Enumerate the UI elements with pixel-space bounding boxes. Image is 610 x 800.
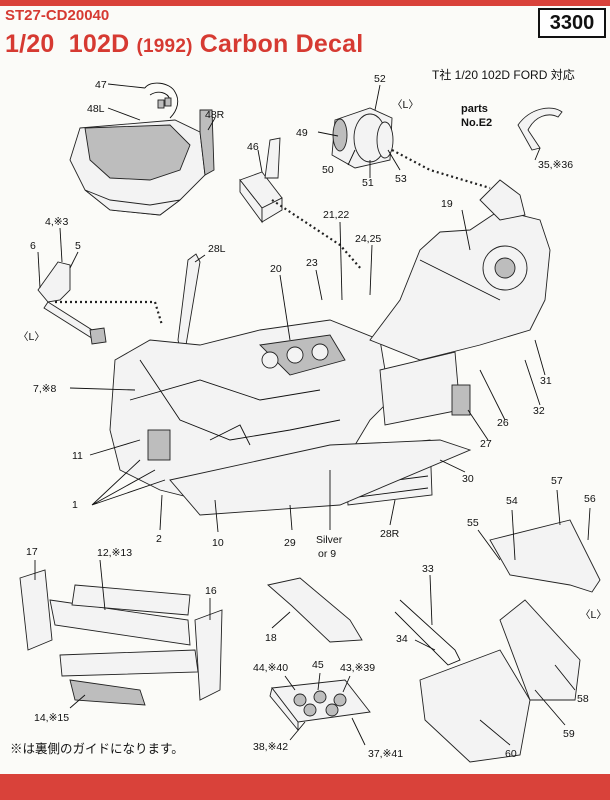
label-20: 20 [270,263,282,275]
label-50: 50 [322,164,334,176]
label-58: 58 [577,693,589,705]
label-28l: 28L [208,243,226,255]
label-46: 46 [247,141,259,153]
label-6: 6 [30,240,36,252]
belt-part-47 [144,82,179,119]
label-51: 51 [362,177,374,189]
label-30: 30 [462,473,474,485]
label-49: 49 [296,127,308,139]
label-l-suspension: 〈L〉 [18,331,45,343]
top-accent-bar [0,0,610,6]
label-55: 55 [467,517,479,529]
guide-line-4 [55,300,164,326]
label-59: 59 [563,728,575,740]
label-35: 35,※36 [538,159,573,171]
label-26: 26 [497,417,509,429]
monocoque-part-19 [369,179,551,361]
nose-part-58-60 [394,599,581,763]
label-31: 31 [540,375,552,387]
label-10: 10 [212,537,224,549]
label-57: 57 [551,475,563,487]
product-code: ST27-CD20040 [5,7,110,24]
label-44-40: 44,※40 [253,662,288,674]
label-27: 27 [480,438,492,450]
label-52: 52 [374,73,386,85]
part-54-57 [489,519,601,593]
label-54: 54 [506,495,518,507]
label-28r: 28R [380,528,400,540]
label-56: 56 [584,493,596,505]
label-32: 32 [533,405,545,417]
part-35 [517,107,563,151]
label-43-39: 43,※39 [340,662,375,674]
compat-note: T社 1/20 102D FORD 対応 [432,68,575,82]
label-23: 23 [306,257,318,269]
price-box: 3300 [538,8,606,38]
label-48l: 48L [87,103,105,115]
label-53: 53 [395,173,407,185]
leader-lines [34,83,591,746]
label-24-25: 24,25 [355,233,381,245]
bottom-accent-bar [0,774,610,800]
label-l-mirror: 〈L〉 [392,99,419,111]
label-33: 33 [422,563,434,575]
label-48r: 48R [205,109,225,121]
suspension-part-4-6 [37,261,107,345]
floor-part [169,439,472,516]
label-60: 60 [505,748,517,760]
title-model: 102D [68,30,130,58]
label-21-22: 21,22 [323,209,349,221]
label-37-41: 37,※41 [368,748,403,760]
label-or-9: or 9 [318,548,336,560]
title-year: (1992) [136,36,193,57]
sidepod-part-26 [379,351,471,426]
steering-part-46 [239,137,283,224]
label-18: 18 [265,632,277,644]
parts-ref-line1: parts [461,103,488,115]
label-1: 1 [72,499,78,511]
label-4: 4,※3 [45,216,69,228]
label-17: 17 [26,546,38,558]
part-28l [177,253,201,349]
label-7: 7,※8 [33,383,57,395]
label-29: 29 [284,537,296,549]
label-14-15: 14,※15 [34,712,69,724]
parts-ref-line2: No.E2 [461,117,493,129]
label-11: 11 [72,450,83,462]
guide-line-49 [391,149,491,190]
part-18 [267,577,363,643]
label-38-42: 38,※42 [253,741,288,753]
footnote: ※は裏側のガイドになります。 [10,742,184,756]
rear-wing-part-12-17 [19,569,223,706]
label-12-13: 12,※13 [97,547,132,559]
mirror-part-49-53 [331,107,394,169]
page-title: 1/20 102D (1992) Carbon Decal [5,30,363,59]
label-2: 2 [156,533,162,545]
seat-part-48 [69,109,215,216]
label-silver: Silver [316,534,343,546]
label-19: 19 [441,198,453,210]
label-47: 47 [95,79,107,91]
tray-part-37-45 [269,679,371,732]
label-16: 16 [205,585,217,597]
parts-ref: parts No.E2 [461,102,492,130]
label-5: 5 [75,240,81,252]
title-rest: Carbon Decal [199,30,364,58]
label-45: 45 [312,659,324,671]
label-34: 34 [396,633,408,645]
guide-line-46 [271,199,363,271]
title-scale: 1/20 [5,30,55,58]
label-l-floor: 〈L〉 [580,609,607,621]
